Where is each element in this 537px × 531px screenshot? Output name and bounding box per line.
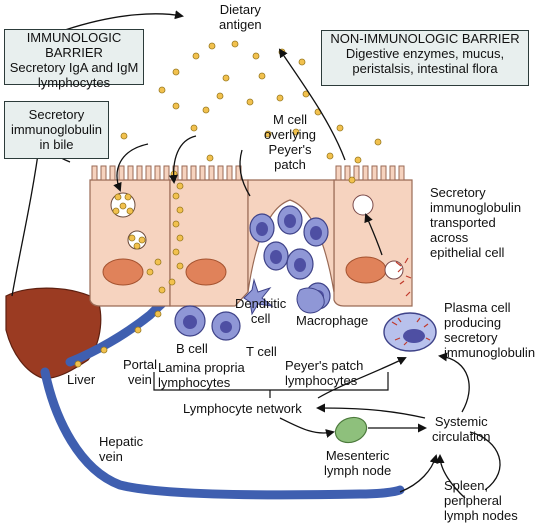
plasma-cell-immunoglobulin [391,257,431,346]
spleen-nodes-label: Spleen, peripheral lymph nodes [444,478,518,523]
macrophage-label: Macrophage [296,313,369,328]
hepatic-vein [40,367,405,500]
dietary-antigen-particles [74,40,382,368]
immunologic-barrier-title: IMMUNOLOGIC BARRIER [26,30,122,60]
peyers-patch-lymphocytes-label: Peyer's patch lymphocytes [285,358,364,388]
non-immunologic-barrier-box: NON-IMMUNOLOGIC BARRIER Digestive enzyme… [321,30,529,86]
microvilli [91,165,405,181]
non-immunologic-barrier-title: NON-IMMUNOLOGIC BARRIER [330,31,520,46]
brackets [153,372,389,398]
lamina-propria-label: Lamina propria lymphocytes [158,360,245,390]
epithelial-nuclei [102,256,387,286]
t-cell-label: T cell [246,344,277,359]
lymphocyte-network-label: Lymphocyte network [183,401,302,416]
arrows [11,10,501,499]
portal-vein-label: Portal vein [123,357,157,387]
liver-shape [5,287,102,379]
hepatic-vein-label: Hepatic vein [99,434,144,464]
immunologic-barrier-body: Secretory IgA and IgM lymphocytes [9,60,139,90]
non-immunologic-barrier-body: Digestive enzymes, mucus, peristalsis, i… [345,46,505,76]
systemic-circulation-label: Systemic circulation [432,414,491,444]
bile-immunoglobulin-box: Secretory immunoglobulin in bile [4,101,109,159]
plasma-cell-label: Plasma cell producing secretory immunogl… [444,300,536,360]
secretory-transport-label: Secretory immunoglobulin transported acr… [430,185,522,260]
mesenteric-node-label: Mesenteric lymph node [324,448,392,478]
immunologic-barrier-box: IMMUNOLOGIC BARRIER Secretory IgA and Ig… [4,29,144,90]
liver-label: Liver [67,372,96,387]
m-cell-label: M cell overlying Peyer's patch [264,112,317,172]
bile-immunoglobulin-text: Secretory immunoglobulin in bile [10,107,103,152]
secretory-vesicles [352,194,404,280]
dendritic-cell-label: Dendritic cell [235,296,287,326]
dendritic-cell-shape [243,278,274,316]
dietary-antigen-label: Dietary antigen [219,2,262,32]
b-cell-label: B cell [176,341,208,356]
mesenteric-lymph-node [334,416,368,444]
macrophage-shape [296,287,325,314]
